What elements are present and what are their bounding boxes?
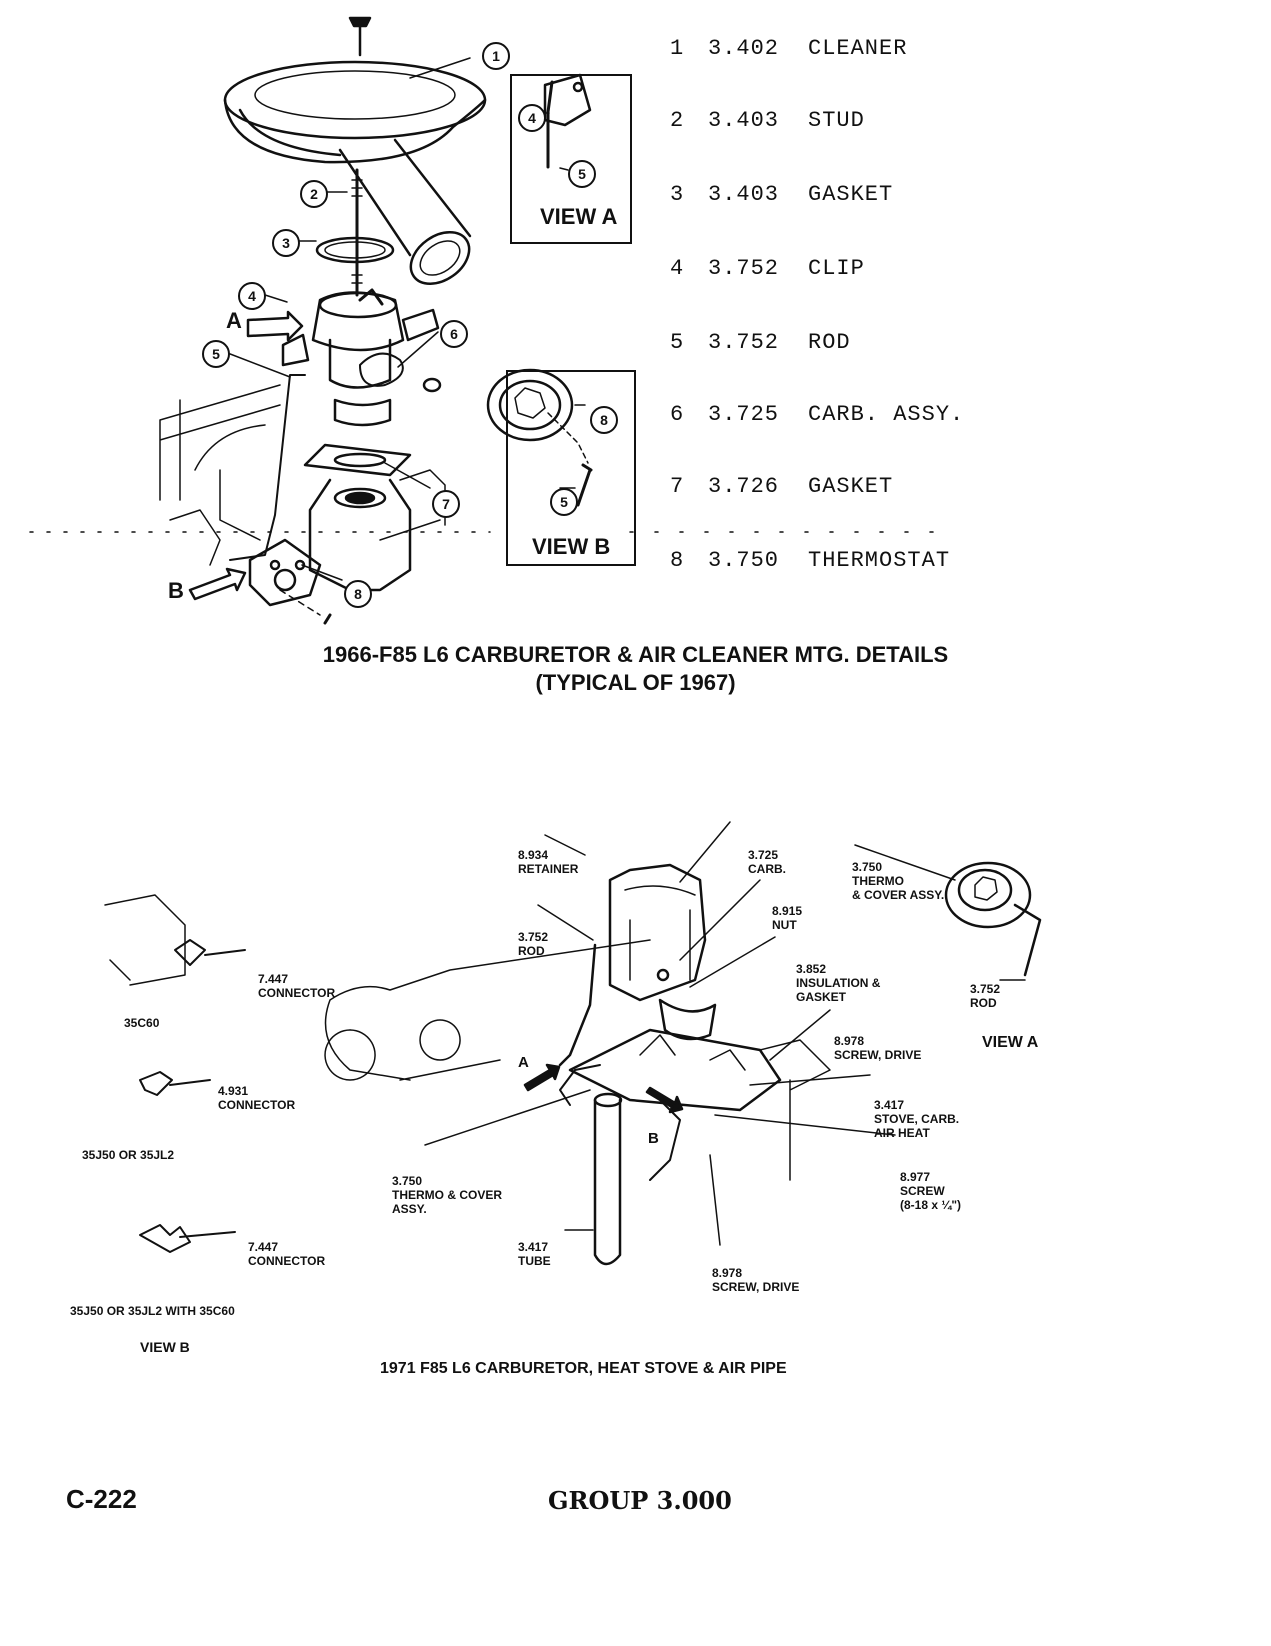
parts-row: 8 3.750 THERMOSTAT [670,548,950,573]
view-b-box: 8 5 VIEW B [506,370,636,566]
part-code: 3.752 [708,256,780,281]
callout-8: 8 [344,580,372,608]
bottom-caption: 1971 F85 L6 CARBURETOR, HEAT STOVE & AIR… [380,1360,787,1377]
part-name: GASKET [808,182,894,207]
parts-row: 4 3.752 CLIP [670,256,865,281]
callout-3: 3 [272,229,300,257]
part-number: 7 [670,474,685,499]
part-code: 3.726 [708,474,780,499]
part-code: 3.750 [708,548,780,573]
callout-6: 6 [440,320,468,348]
view-b-callout-8: 8 [590,406,618,434]
view-a-box: 4 5 VIEW A [510,74,632,244]
parts-row: 7 3.726 GASKET [670,474,893,499]
part-number: 4 [670,256,685,281]
part-number: 8 [670,548,685,573]
part-number: 5 [670,330,685,355]
callout-2: 2 [300,180,328,208]
part-name: CARB. ASSY. [808,402,965,427]
callout-4: 4 [238,282,266,310]
view-b-callout-5: 5 [550,488,578,516]
callout-7: 7 [432,490,460,518]
part-code: 3.403 [708,108,780,133]
arrow-b-label: B [168,578,184,603]
group-label: GROUP 3.000 [548,1486,732,1515]
part-number: 6 [670,402,685,427]
part-name: THERMOSTAT [808,548,951,573]
top-caption-line1: 1966-F85 L6 CARBURETOR & AIR CLEANER MTG… [322,642,949,667]
bottom-arrow-a-label: A [518,1054,529,1071]
part-code: 3.402 [708,36,780,61]
arrow-a-label: A [226,308,242,333]
part-name: GASKET [808,474,894,499]
callout-1: 1 [482,42,510,70]
parts-row: 3 3.403 GASKET [670,182,893,207]
view-a-title: VIEW A [540,204,618,229]
part-name: CLIP [808,256,865,281]
part-number: 1 [670,36,685,61]
part-name: CLEANER [808,36,908,61]
view-b-title: VIEW B [532,534,611,559]
view-b-bottom-title: VIEW B [140,1339,190,1355]
view-a-callout-4: 4 [518,104,546,132]
bottom-arrow-b-label: B [648,1130,659,1147]
part-code: 3.725 [708,402,780,427]
part-name: ROD [808,330,851,355]
callout-5: 5 [202,340,230,368]
variant-35j50-with-35c60: 35J50 OR 35JL2 WITH 35C60 [70,1304,235,1318]
top-caption-line2: (TYPICAL OF 1967) [535,670,736,695]
page-id: C-222 [66,1484,137,1514]
view-a-bottom-title: VIEW A [982,1034,1039,1051]
variant-35c60: 35C60 [124,1016,160,1030]
part-number: 2 [670,108,685,133]
parts-row: 5 3.752 ROD [670,330,851,355]
part-name: STUD [808,108,865,133]
parts-row: 2 3.403 STUD [670,108,865,133]
part-number: 3 [670,182,685,207]
part-code: 3.403 [708,182,780,207]
parts-row: 6 3.725 CARB. ASSY. [670,402,964,427]
view-a-callout-5: 5 [568,160,596,188]
variant-35j50-or-35jl2: 35J50 OR 35JL2 [82,1148,175,1162]
parts-row: 1 3.402 CLEANER [670,36,907,61]
part-code: 3.752 [708,330,780,355]
